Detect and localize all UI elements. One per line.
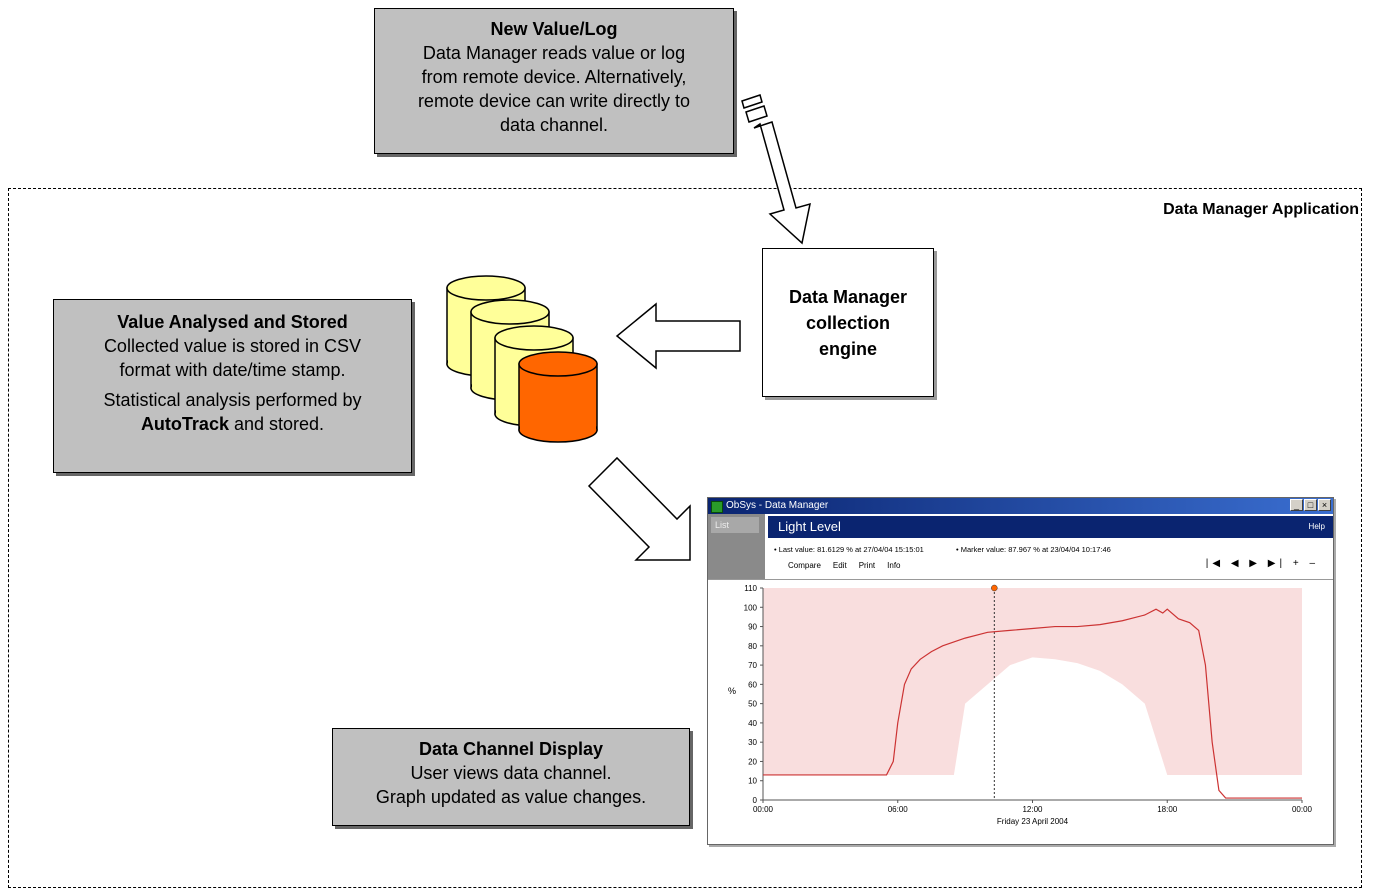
obsys-app-icon [711,501,723,513]
new-value-body: Data Manager reads value or log from rem… [417,43,691,135]
menu-compare[interactable]: Compare [788,561,821,570]
marker-value: • Marker value: 87.967 % at 23/04/04 10:… [956,545,1111,554]
new-value-title: New Value/Log [490,19,618,39]
window-controls: _ □ × [1290,499,1331,511]
left-pane: List [708,514,765,579]
display-line2: Graph updated as value changes. [375,787,647,807]
diagram-overlay [446,94,811,561]
menu-info[interactable]: Info [887,561,901,570]
arrow-to-engine [741,94,811,245]
last-value: • Last value: 81.6129 % at 27/04/04 15:1… [774,545,924,554]
analysed-line2-post: and stored. [233,414,325,434]
analysed-line2: Statistical analysis performed by AutoTr… [54,388,411,436]
arrow-to-display [587,456,691,561]
x-tick-label: 00:00 [753,805,774,814]
marker-dot [991,584,998,592]
arrow-to-database [615,302,741,370]
y-tick-label: 20 [748,757,757,766]
display-line1: User views data channel. [410,763,612,783]
database-cylinder-highlight [518,351,598,443]
window-title: ObSys - Data Manager [726,500,829,511]
window-titlebar: ObSys - Data Manager _ □ × [708,498,1333,514]
y-tick-label: 60 [748,680,757,689]
navigation-controls[interactable]: |◀ ◀ ▶ ▶| + – [1205,558,1319,569]
y-tick-label: 90 [748,623,757,632]
database-icon [446,275,598,443]
list-tab[interactable]: List [711,517,759,533]
y-tick-label: 0 [753,796,758,805]
x-tick-label: 18:00 [1157,805,1178,814]
y-tick-label: 30 [748,738,757,747]
value-analysed-box: Value Analysed and Stored Collected valu… [53,299,412,473]
channel-name: Light Level [778,519,841,534]
close-button[interactable]: × [1318,499,1331,511]
y-tick-label: 100 [744,603,758,612]
y-tick-label: 80 [748,642,757,651]
y-axis-label: % [728,686,736,696]
light-level-chart: 0 10 20 30 40 50 60 70 80 90 100 110 00:00 06:00 12:00… [728,584,1313,826]
autotrack-label: AutoTrack [140,414,229,434]
x-axis-label: Friday 23 April 2004 [997,817,1069,826]
application-label: Data Manager Application [1163,201,1359,218]
display-title: Data Channel Display [418,739,604,759]
x-tick-label: 00:00 [1292,805,1313,814]
data-channel-display-box: Data Channel Display User views data cha… [332,728,690,826]
data-manager-window: ObSys - Data Manager _ □ × List Light Le… [707,497,1334,845]
channel-menu: Compare Edit Print Info [788,561,901,570]
autotrack-band [763,588,1302,775]
analysed-title: Value Analysed and Stored [117,312,348,332]
maximize-button[interactable]: □ [1304,499,1317,511]
y-tick-label: 110 [744,584,757,593]
minimize-button[interactable]: _ [1290,499,1303,511]
header-divider [708,579,1333,580]
y-tick-label: 40 [748,719,757,728]
analysed-line1: Collected value is stored in CSV format … [103,336,362,380]
y-tick-label: 70 [748,661,757,670]
new-value-box: New Value/Log Data Manager reads value o… [374,8,734,154]
series-line [763,608,1302,799]
channel-header: Light Level Help [768,516,1333,538]
x-tick-label: 06:00 [888,805,909,814]
help-link[interactable]: Help [1308,522,1325,531]
list-tab-label: List [715,520,730,530]
menu-edit[interactable]: Edit [832,561,847,570]
collection-engine-text: Data Manager collection engine [788,286,908,359]
menu-print[interactable]: Print [858,561,876,570]
analysed-line2-pre: Statistical analysis performed by [103,390,362,410]
y-tick-label: 10 [748,777,757,786]
collection-engine-box: Data Manager collection engine [762,248,934,397]
y-tick-label: 50 [748,700,757,709]
x-tick-label: 12:00 [1022,805,1043,814]
